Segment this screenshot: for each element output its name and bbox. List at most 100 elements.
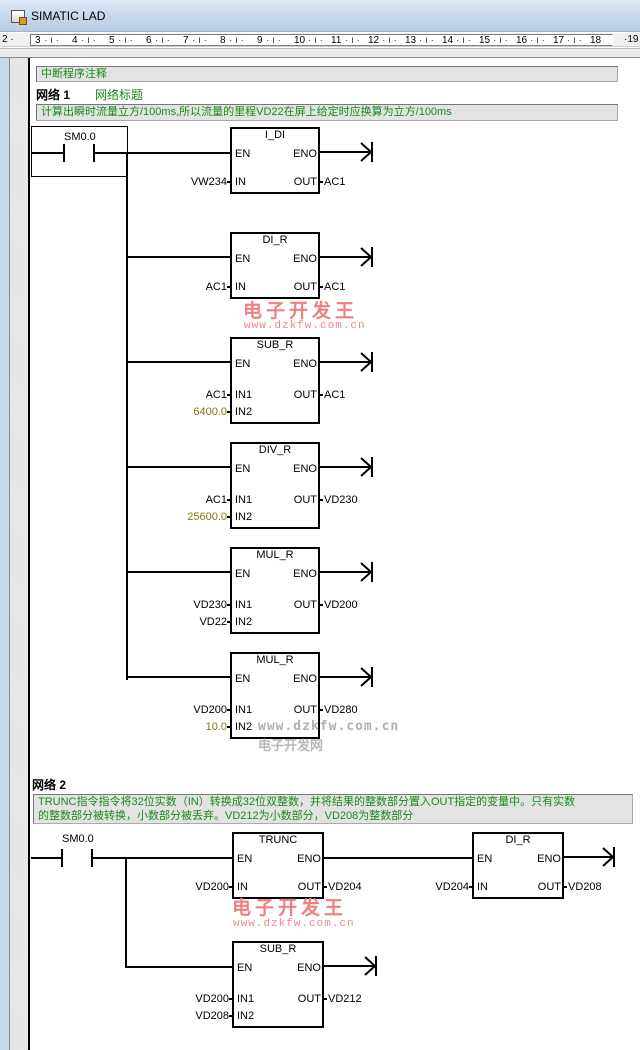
operand-in2[interactable]: 6400.0 bbox=[193, 406, 227, 418]
pin-in: IN bbox=[235, 281, 246, 293]
network-2-comment[interactable]: TRUNC指令指令将32位实数（IN）转换成32位双整数，并将结果的整数部分置入… bbox=[33, 794, 633, 824]
pin-wire bbox=[324, 886, 327, 888]
operand-in[interactable]: VD200 bbox=[195, 881, 229, 893]
operand-out[interactable]: VD204 bbox=[328, 881, 362, 893]
operand-out[interactable]: VD230 bbox=[324, 494, 358, 506]
operand-out[interactable]: VD200 bbox=[324, 599, 358, 611]
ruler-tick: 6 bbox=[146, 35, 152, 46]
left-gutter bbox=[10, 58, 30, 1050]
box-name: MUL_R bbox=[256, 549, 294, 561]
pin-out: OUT bbox=[293, 599, 317, 611]
box-name: I_DI bbox=[264, 129, 286, 141]
pin-en: EN bbox=[237, 962, 253, 974]
pin-in: IN bbox=[477, 881, 488, 893]
pin-wire bbox=[227, 411, 230, 413]
network-1-comment[interactable]: 计算出瞬时流量立方/100ms,所以流量的里程VD22在屏上给定时应换算为立方/… bbox=[36, 104, 618, 121]
eno-wire bbox=[324, 965, 376, 967]
pin-out: OUT bbox=[297, 993, 321, 1005]
pin-in2: IN2 bbox=[235, 721, 253, 733]
eno-wire bbox=[320, 361, 372, 363]
window-title: SIMATIC LAD bbox=[31, 9, 106, 23]
ruler-minor-tick: · ı · bbox=[345, 35, 360, 46]
pin-wire bbox=[320, 181, 323, 183]
splitter[interactable] bbox=[0, 48, 640, 58]
pin-eno: ENO bbox=[293, 148, 317, 160]
network-1-title[interactable]: 网络 1 bbox=[36, 88, 71, 102]
pin-in: IN bbox=[237, 881, 248, 893]
network-2-comment-line-1: TRUNC指令指令将32位实数（IN）转换成32位双整数，并将结果的整数部分置入… bbox=[38, 796, 576, 808]
pin-in1: IN1 bbox=[235, 704, 253, 716]
eno-output-arrow-icon bbox=[360, 667, 373, 687]
operand-in1[interactable]: VD200 bbox=[193, 704, 227, 716]
branch-wire bbox=[126, 152, 128, 680]
ruler-tick: 7 bbox=[183, 35, 189, 46]
pin-wire bbox=[564, 886, 567, 888]
ruler-minor-tick: · ı · bbox=[192, 35, 207, 46]
eno-output-arrow-icon bbox=[360, 247, 373, 267]
operand-in2[interactable]: 25600.0 bbox=[187, 511, 227, 523]
operand-in1[interactable]: AC1 bbox=[205, 389, 227, 401]
pin-en: EN bbox=[235, 568, 251, 580]
ruler-tick: 15 bbox=[479, 35, 491, 46]
watermark-gray-cn: 电子开发网 bbox=[258, 738, 324, 753]
eno-wire bbox=[320, 256, 372, 258]
ruler-tick: 17 bbox=[553, 35, 565, 46]
ruler-tick: 14 bbox=[442, 35, 454, 46]
ruler-minor-tick: · ı · bbox=[530, 35, 545, 46]
eno-output-arrow-icon bbox=[360, 562, 373, 582]
watermark-gray-url: www.dzkfw.com.cn bbox=[258, 719, 400, 734]
pin-eno: ENO bbox=[293, 253, 317, 265]
contact-left-bar bbox=[63, 144, 65, 162]
operand-in2[interactable]: 10.0 bbox=[205, 721, 227, 733]
eno-wire bbox=[320, 466, 372, 468]
operand-in[interactable]: VD204 bbox=[435, 881, 469, 893]
operand-in1[interactable]: VD200 bbox=[195, 993, 229, 1005]
operand-in2[interactable]: VD208 bbox=[195, 1010, 229, 1022]
pin-eno: ENO bbox=[293, 463, 317, 475]
operand-in2[interactable]: VD22 bbox=[199, 616, 227, 628]
operand-out[interactable]: VD208 bbox=[568, 881, 602, 893]
pin-wire bbox=[320, 286, 323, 288]
ruler-tick: 16 bbox=[516, 35, 528, 46]
pin-out: OUT bbox=[293, 176, 317, 188]
operand-in[interactable]: VW234 bbox=[190, 176, 227, 188]
eno-output-arrow-icon bbox=[360, 142, 373, 162]
program-comment[interactable]: 中断程序注释 bbox=[36, 66, 618, 82]
ruler: 2 · 3· ı ·4· ı ·5· ı ·6· ı ·7· ı ·8· ı ·… bbox=[0, 33, 640, 47]
pin-out: OUT bbox=[293, 494, 317, 506]
pin-eno: ENO bbox=[297, 853, 321, 865]
pin-wire bbox=[227, 709, 230, 711]
operand-in1[interactable]: VD230 bbox=[193, 599, 227, 611]
eno-output-arrow-icon bbox=[360, 457, 373, 477]
operand-out[interactable]: VD280 bbox=[324, 704, 358, 716]
watermark-url: www.dzkfw.com.cn bbox=[244, 320, 366, 332]
box-name: SUB_R bbox=[256, 339, 294, 351]
pin-in2: IN2 bbox=[235, 511, 253, 523]
selection-cursor bbox=[31, 126, 128, 177]
ruler-tick: 12 bbox=[368, 35, 380, 46]
network-1-subtitle[interactable]: 网络标题 bbox=[95, 88, 144, 102]
pin-wire bbox=[227, 394, 230, 396]
operand-out[interactable]: AC1 bbox=[324, 176, 346, 188]
operand-out[interactable]: AC1 bbox=[324, 281, 346, 293]
network-2-title[interactable]: 网络 2 bbox=[32, 778, 67, 792]
window-left-frame bbox=[0, 58, 10, 1050]
ruler-minor-tick: · ı · bbox=[81, 35, 96, 46]
operand-in[interactable]: AC1 bbox=[205, 281, 227, 293]
pin-in2: IN2 bbox=[237, 1010, 255, 1022]
en-wire bbox=[126, 256, 232, 258]
operand-out[interactable]: AC1 bbox=[324, 389, 346, 401]
pin-wire bbox=[469, 886, 472, 888]
operand-out[interactable]: VD212 bbox=[328, 993, 362, 1005]
eno-wire bbox=[320, 571, 372, 573]
operand-in1[interactable]: AC1 bbox=[205, 494, 227, 506]
